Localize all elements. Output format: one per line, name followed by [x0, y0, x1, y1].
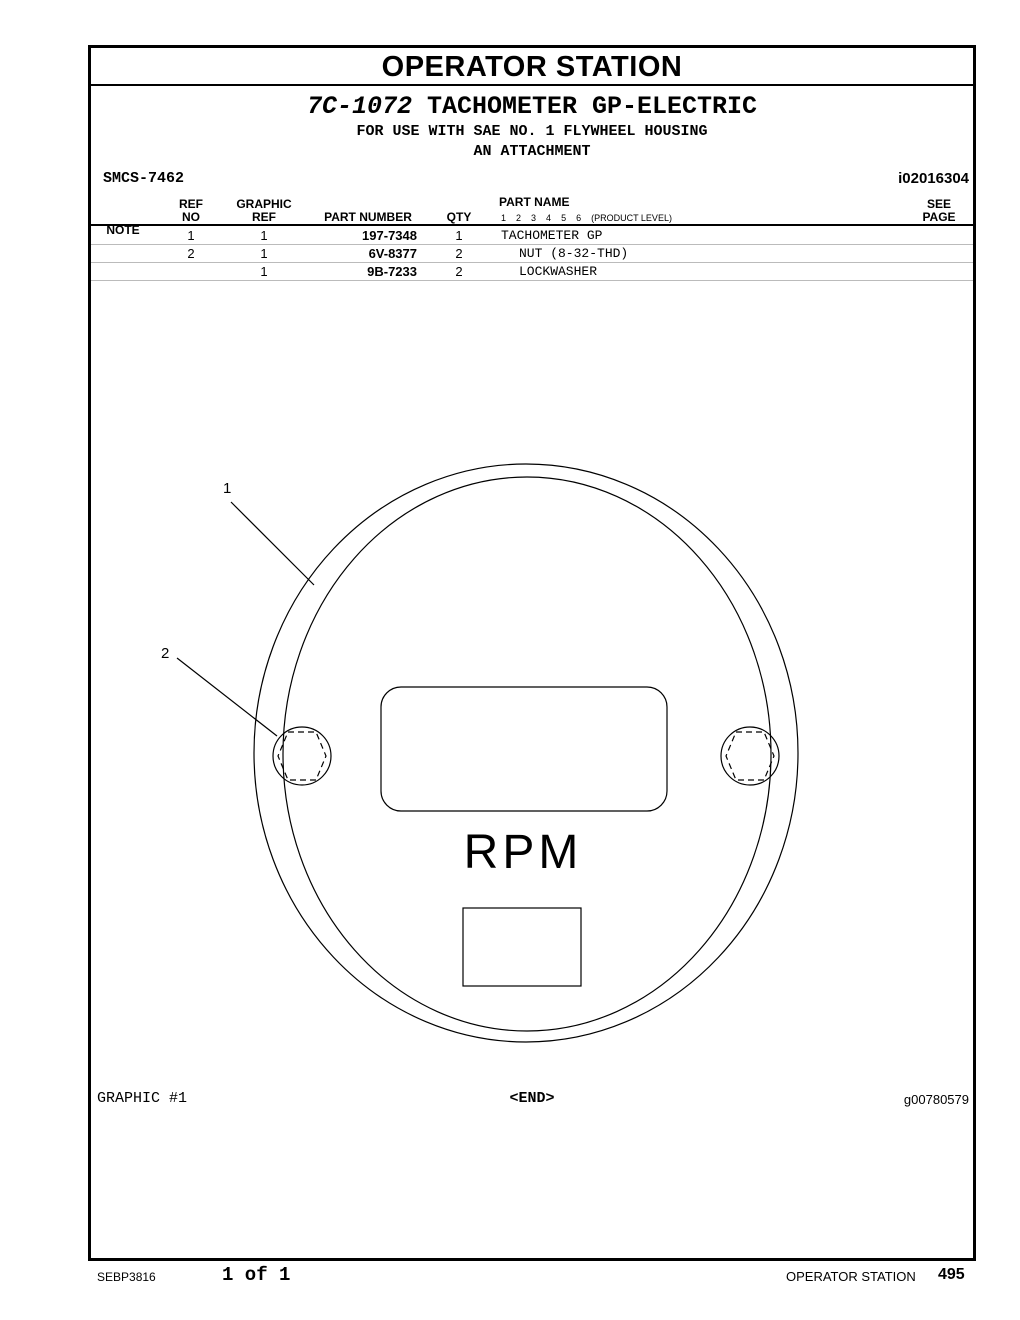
left-nut-icon: [277, 731, 327, 781]
page-number: 495: [938, 1266, 965, 1283]
callout-leader-2: [176, 657, 278, 737]
right-mounting-boss: [720, 726, 780, 786]
right-nut-icon: [725, 731, 775, 781]
group-title: 7C-1072 TACHOMETER GP-ELECTRIC: [91, 92, 973, 121]
part-number: 6V-8377: [368, 246, 417, 261]
part-number: 197-7348: [362, 228, 417, 243]
ref-no: 1: [187, 228, 195, 243]
qty: 1: [455, 228, 463, 243]
part-number: 9B-7233: [367, 264, 417, 279]
page-frame: OPERATOR STATION 7C-1072 TACHOMETER GP-E…: [88, 45, 976, 1261]
part-name: TACHOMETER GP: [501, 228, 603, 243]
header-divider: [91, 224, 973, 226]
tachometer-drawing: 1 2 RPM: [161, 463, 799, 1043]
left-mounting-boss: [272, 726, 332, 786]
graphic-label: GRAPHIC #1: [97, 1090, 188, 1107]
ref-no: 2: [187, 246, 195, 261]
part-name: LOCKWASHER: [519, 264, 598, 279]
graphic-ref: 1: [260, 228, 268, 243]
part-name: NUT (8-32-THD): [519, 246, 629, 261]
graphic-ref: 1: [260, 264, 268, 279]
header-note: NOTE: [106, 223, 140, 237]
doc-number: SEBP3816: [97, 1270, 156, 1284]
table-row: 1 9B-7233 2 LOCKWASHER: [91, 262, 973, 281]
group-name: TACHOMETER GP-ELECTRIC: [426, 92, 758, 121]
group-subtitle-2: AN ATTACHMENT: [473, 143, 591, 160]
table-row: 2 1 6V-8377 2 NUT (8-32-THD): [91, 244, 973, 263]
header-qty: QTY: [446, 210, 472, 224]
group-subtitle-1: FOR USE WITH SAE NO. 1 FLYWHEEL HOUSING: [356, 123, 708, 140]
end-marker: <END>: [509, 1090, 555, 1107]
callout-label-2: 2: [161, 645, 169, 662]
outer-bezel-ring: [253, 463, 799, 1043]
qty: 2: [455, 246, 463, 261]
group-number: 7C-1072: [306, 92, 412, 121]
footer-section: OPERATOR STATION: [786, 1269, 916, 1284]
info-id: i02016304: [898, 170, 969, 187]
smcs-code: SMCS-7462: [103, 170, 185, 187]
inner-dial-ring: [282, 476, 772, 1032]
label-plate: [462, 907, 582, 987]
graphic-ref: 1: [260, 246, 268, 261]
header-part-number: PART NUMBER: [324, 210, 412, 224]
qty: 2: [455, 264, 463, 279]
display-window: [380, 686, 668, 812]
callout-label-1: 1: [223, 480, 231, 497]
section-title: OPERATOR STATION: [91, 48, 973, 86]
callout-leader-1: [230, 501, 315, 586]
graphic-id: g00780579: [903, 1092, 969, 1107]
table-row: 1 1 197-7348 1 TACHOMETER GP: [91, 226, 973, 245]
page-of: 1 of 1: [222, 1264, 291, 1286]
header-part-name: PART NAME: [499, 195, 570, 209]
rpm-label: RPM: [464, 826, 583, 879]
